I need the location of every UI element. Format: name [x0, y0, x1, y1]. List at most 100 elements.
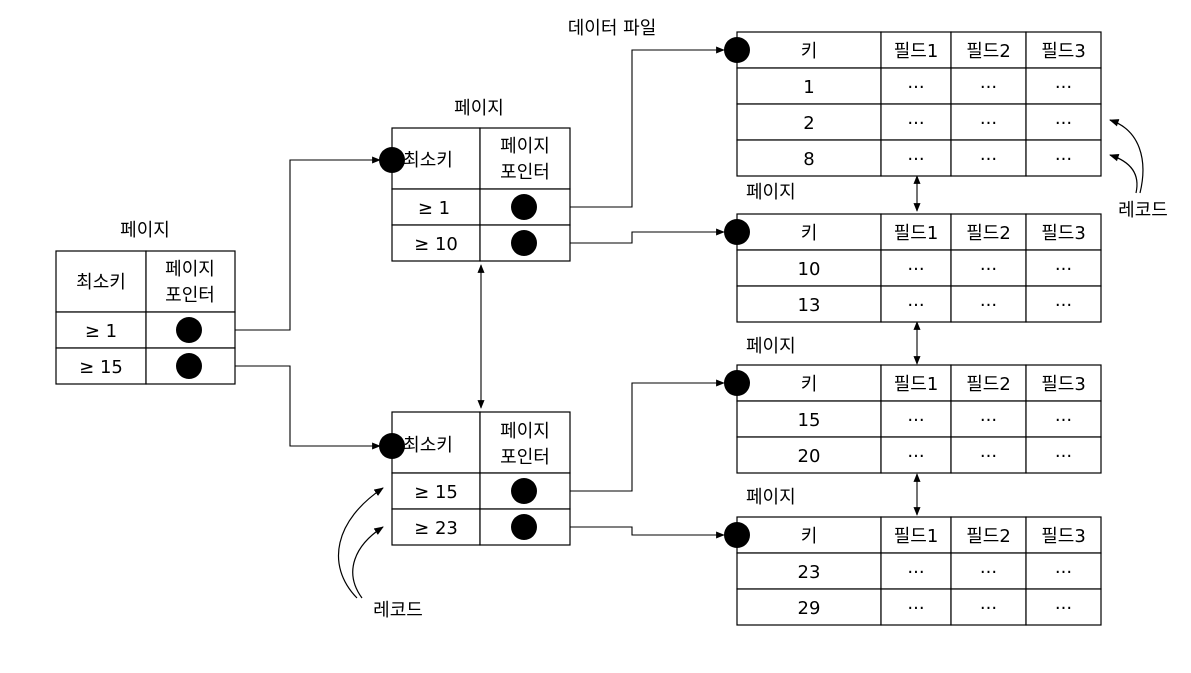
record-field-value: ···: [907, 410, 924, 431]
data-cell: [736, 400, 882, 438]
data-cell: [1025, 400, 1102, 438]
data-cell: [1025, 139, 1102, 177]
record-label-left: 레코드: [373, 600, 423, 621]
column-header-field2: 필드2: [966, 41, 1011, 62]
column-header-field3: 필드3: [1041, 41, 1086, 62]
data-cell: [950, 400, 1027, 438]
pointer-bottom-to-page3: [524, 379, 725, 492]
root-row-1-key: ≥ 1: [85, 321, 117, 342]
record-field-value: ···: [907, 149, 924, 170]
page-pointer-header-line2: 포인터: [500, 447, 550, 468]
record-field-value: ···: [1055, 410, 1072, 431]
data-cell: [880, 400, 952, 438]
top-row-2-key: ≥ 10: [414, 234, 458, 255]
header-cell: [950, 213, 1027, 251]
header-cell: [1025, 31, 1102, 69]
record-field-value: ···: [1055, 113, 1072, 134]
column-header-field1: 필드1: [894, 41, 939, 62]
data-file-title: 데이터 파일: [568, 18, 657, 39]
record-field-value: ···: [1055, 295, 1072, 316]
data-cell: [950, 285, 1027, 323]
column-header-field1: 필드1: [894, 526, 939, 547]
record-field-value: ···: [980, 446, 997, 467]
record-key: 15: [798, 410, 821, 431]
header-cell: [1025, 364, 1102, 402]
column-header-field3: 필드3: [1041, 223, 1086, 244]
page-pointer-header-line2: 포인터: [165, 285, 215, 306]
column-header-key: 키: [801, 374, 818, 395]
data-cell: [880, 249, 952, 287]
pointer-dot: [511, 478, 537, 504]
header-cell: [950, 364, 1027, 402]
data-cell: [950, 67, 1027, 105]
data-cell: [880, 436, 952, 474]
data-page-4-title: 페이지: [746, 487, 796, 508]
header-cell: [1025, 516, 1102, 554]
pointer-root-to-bottom: [189, 365, 381, 450]
pointer-dot: [511, 194, 537, 220]
incoming-pointer-dot: [724, 37, 750, 63]
data-cell: [1025, 249, 1102, 287]
data-cell: [1025, 285, 1102, 323]
pointer-top-to-page1: [524, 46, 725, 208]
data-cell: [880, 103, 952, 141]
root-row-2-key: ≥ 15: [79, 357, 123, 378]
data-page-2-title: 페이지: [746, 182, 796, 203]
record-field-value: ···: [980, 562, 997, 583]
record-field-value: ···: [980, 295, 997, 316]
incoming-pointer-dot: [724, 370, 750, 396]
root-page-title: 페이지: [120, 220, 170, 241]
record-field-value: ···: [907, 113, 924, 134]
column-header-key: 키: [801, 223, 818, 244]
record-field-value: ···: [1055, 562, 1072, 583]
record-key: 10: [798, 259, 821, 280]
data-cell: [1025, 588, 1102, 626]
record-key: 1: [803, 77, 814, 98]
record-field-value: ···: [907, 562, 924, 583]
data-cell: [880, 67, 952, 105]
top-row-1-key: ≥ 1: [418, 198, 450, 219]
data-cell: [1025, 436, 1102, 474]
pointer-bottom-to-page4: [524, 526, 725, 539]
record-annotation-left: 레코드: [337, 487, 423, 621]
record-key: 8: [803, 149, 814, 170]
record-field-value: ···: [907, 259, 924, 280]
page-pointer-header-line2: 포인터: [500, 162, 550, 183]
record-key: 29: [798, 598, 821, 619]
record-field-value: ···: [1055, 259, 1072, 280]
record-field-value: ···: [980, 410, 997, 431]
record-field-value: ···: [907, 598, 924, 619]
page-pointer-header-line1: 페이지: [165, 259, 215, 280]
record-field-value: ···: [1055, 598, 1072, 619]
record-field-value: ···: [907, 77, 924, 98]
incoming-pointer-dot: [724, 219, 750, 245]
data-cell: [950, 103, 1027, 141]
record-key: 2: [803, 113, 814, 134]
column-header-key: 키: [801, 526, 818, 547]
incoming-pointer-dot: [379, 147, 405, 173]
record-field-value: ···: [1055, 77, 1072, 98]
record-field-value: ···: [907, 295, 924, 316]
min-key-header: 최소키: [403, 150, 453, 171]
pointer-root-to-top: [189, 156, 381, 331]
record-field-value: ···: [1055, 149, 1072, 170]
data-cell: [950, 139, 1027, 177]
data-cell: [880, 552, 952, 590]
column-header-field3: 필드3: [1041, 526, 1086, 547]
bottom-row-2-key: ≥ 23: [414, 518, 458, 539]
data-cell: [950, 552, 1027, 590]
bottom-index-node: 최소키 페이지 포인터 ≥ 15 ≥ 23: [379, 411, 571, 546]
record-key: 20: [798, 446, 821, 467]
header-cell: [880, 364, 952, 402]
column-header-field2: 필드2: [966, 223, 1011, 244]
record-field-value: ···: [980, 149, 997, 170]
column-header-field1: 필드1: [894, 374, 939, 395]
record-field-value: ···: [1055, 446, 1072, 467]
record-field-value: ···: [907, 446, 924, 467]
